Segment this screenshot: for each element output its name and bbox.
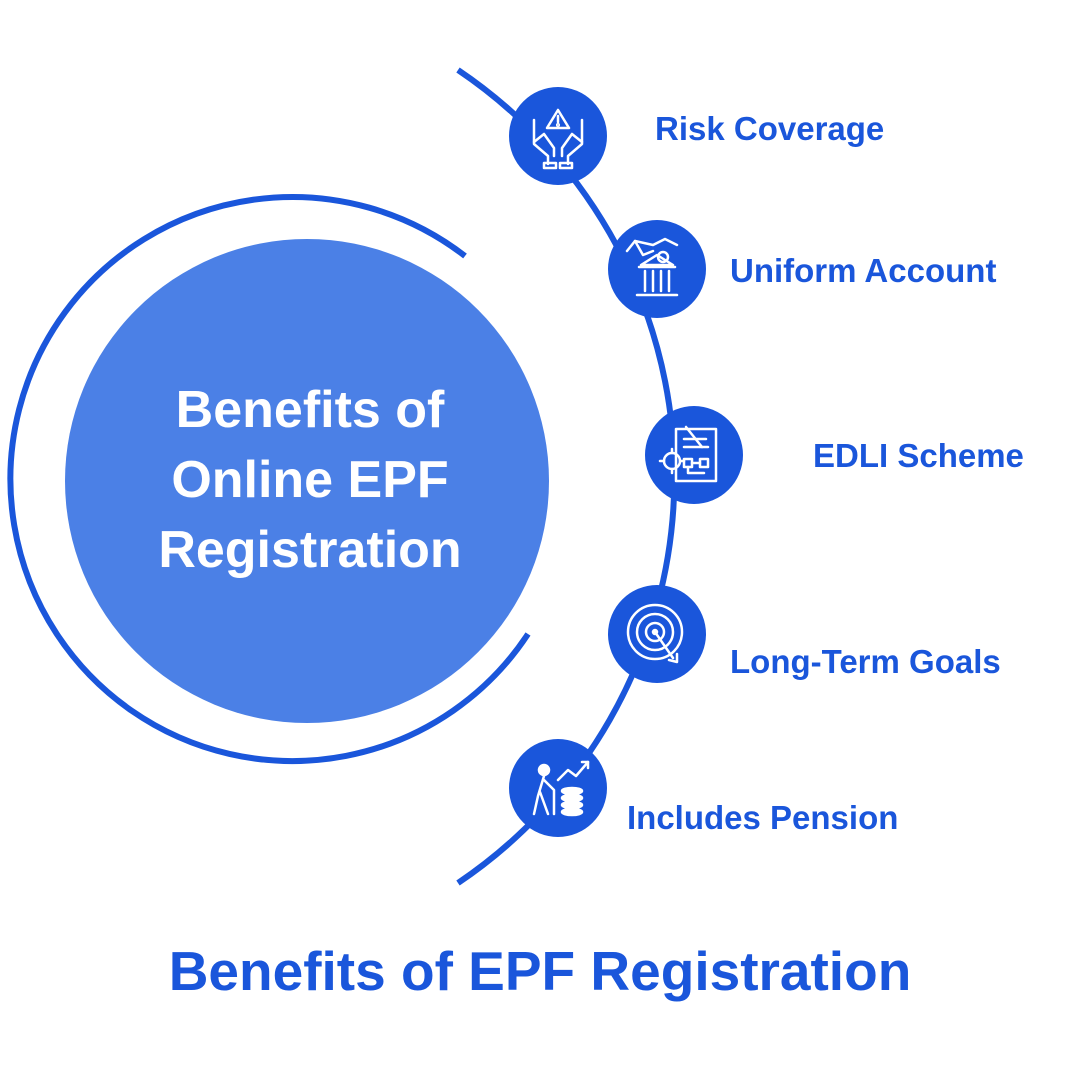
label-long-term-goals: Long-Term Goals	[730, 643, 1001, 680]
target-icon	[626, 603, 684, 664]
node-edli-scheme	[645, 406, 743, 504]
hub-ring	[7, 194, 531, 765]
document-gear-icon	[658, 425, 718, 483]
bank-handshake-icon	[625, 237, 679, 297]
label-includes-pension: Includes Pension	[627, 799, 899, 836]
hands-warning-icon	[532, 108, 584, 170]
hub-title-line-1: Benefits of	[175, 381, 445, 439]
node-risk-coverage	[509, 87, 607, 185]
footer-title: Benefits of EPF Registration	[168, 940, 912, 1002]
elderly-coins-icon	[532, 760, 590, 817]
node-long-term-goals	[608, 585, 706, 683]
hub-title-line-2: Online EPF	[171, 451, 449, 509]
hub-title: Benefits of Online EPF Registration	[90, 375, 530, 585]
hub-circle	[65, 239, 549, 723]
label-risk-coverage: Risk Coverage	[655, 110, 885, 147]
label-uniform-account: Uniform Account	[730, 252, 997, 289]
node-uniform-account	[608, 220, 706, 318]
label-edli-scheme: EDLI Scheme	[813, 437, 1024, 474]
node-includes-pension	[509, 739, 607, 837]
hub-title-line-3: Registration	[158, 521, 462, 579]
